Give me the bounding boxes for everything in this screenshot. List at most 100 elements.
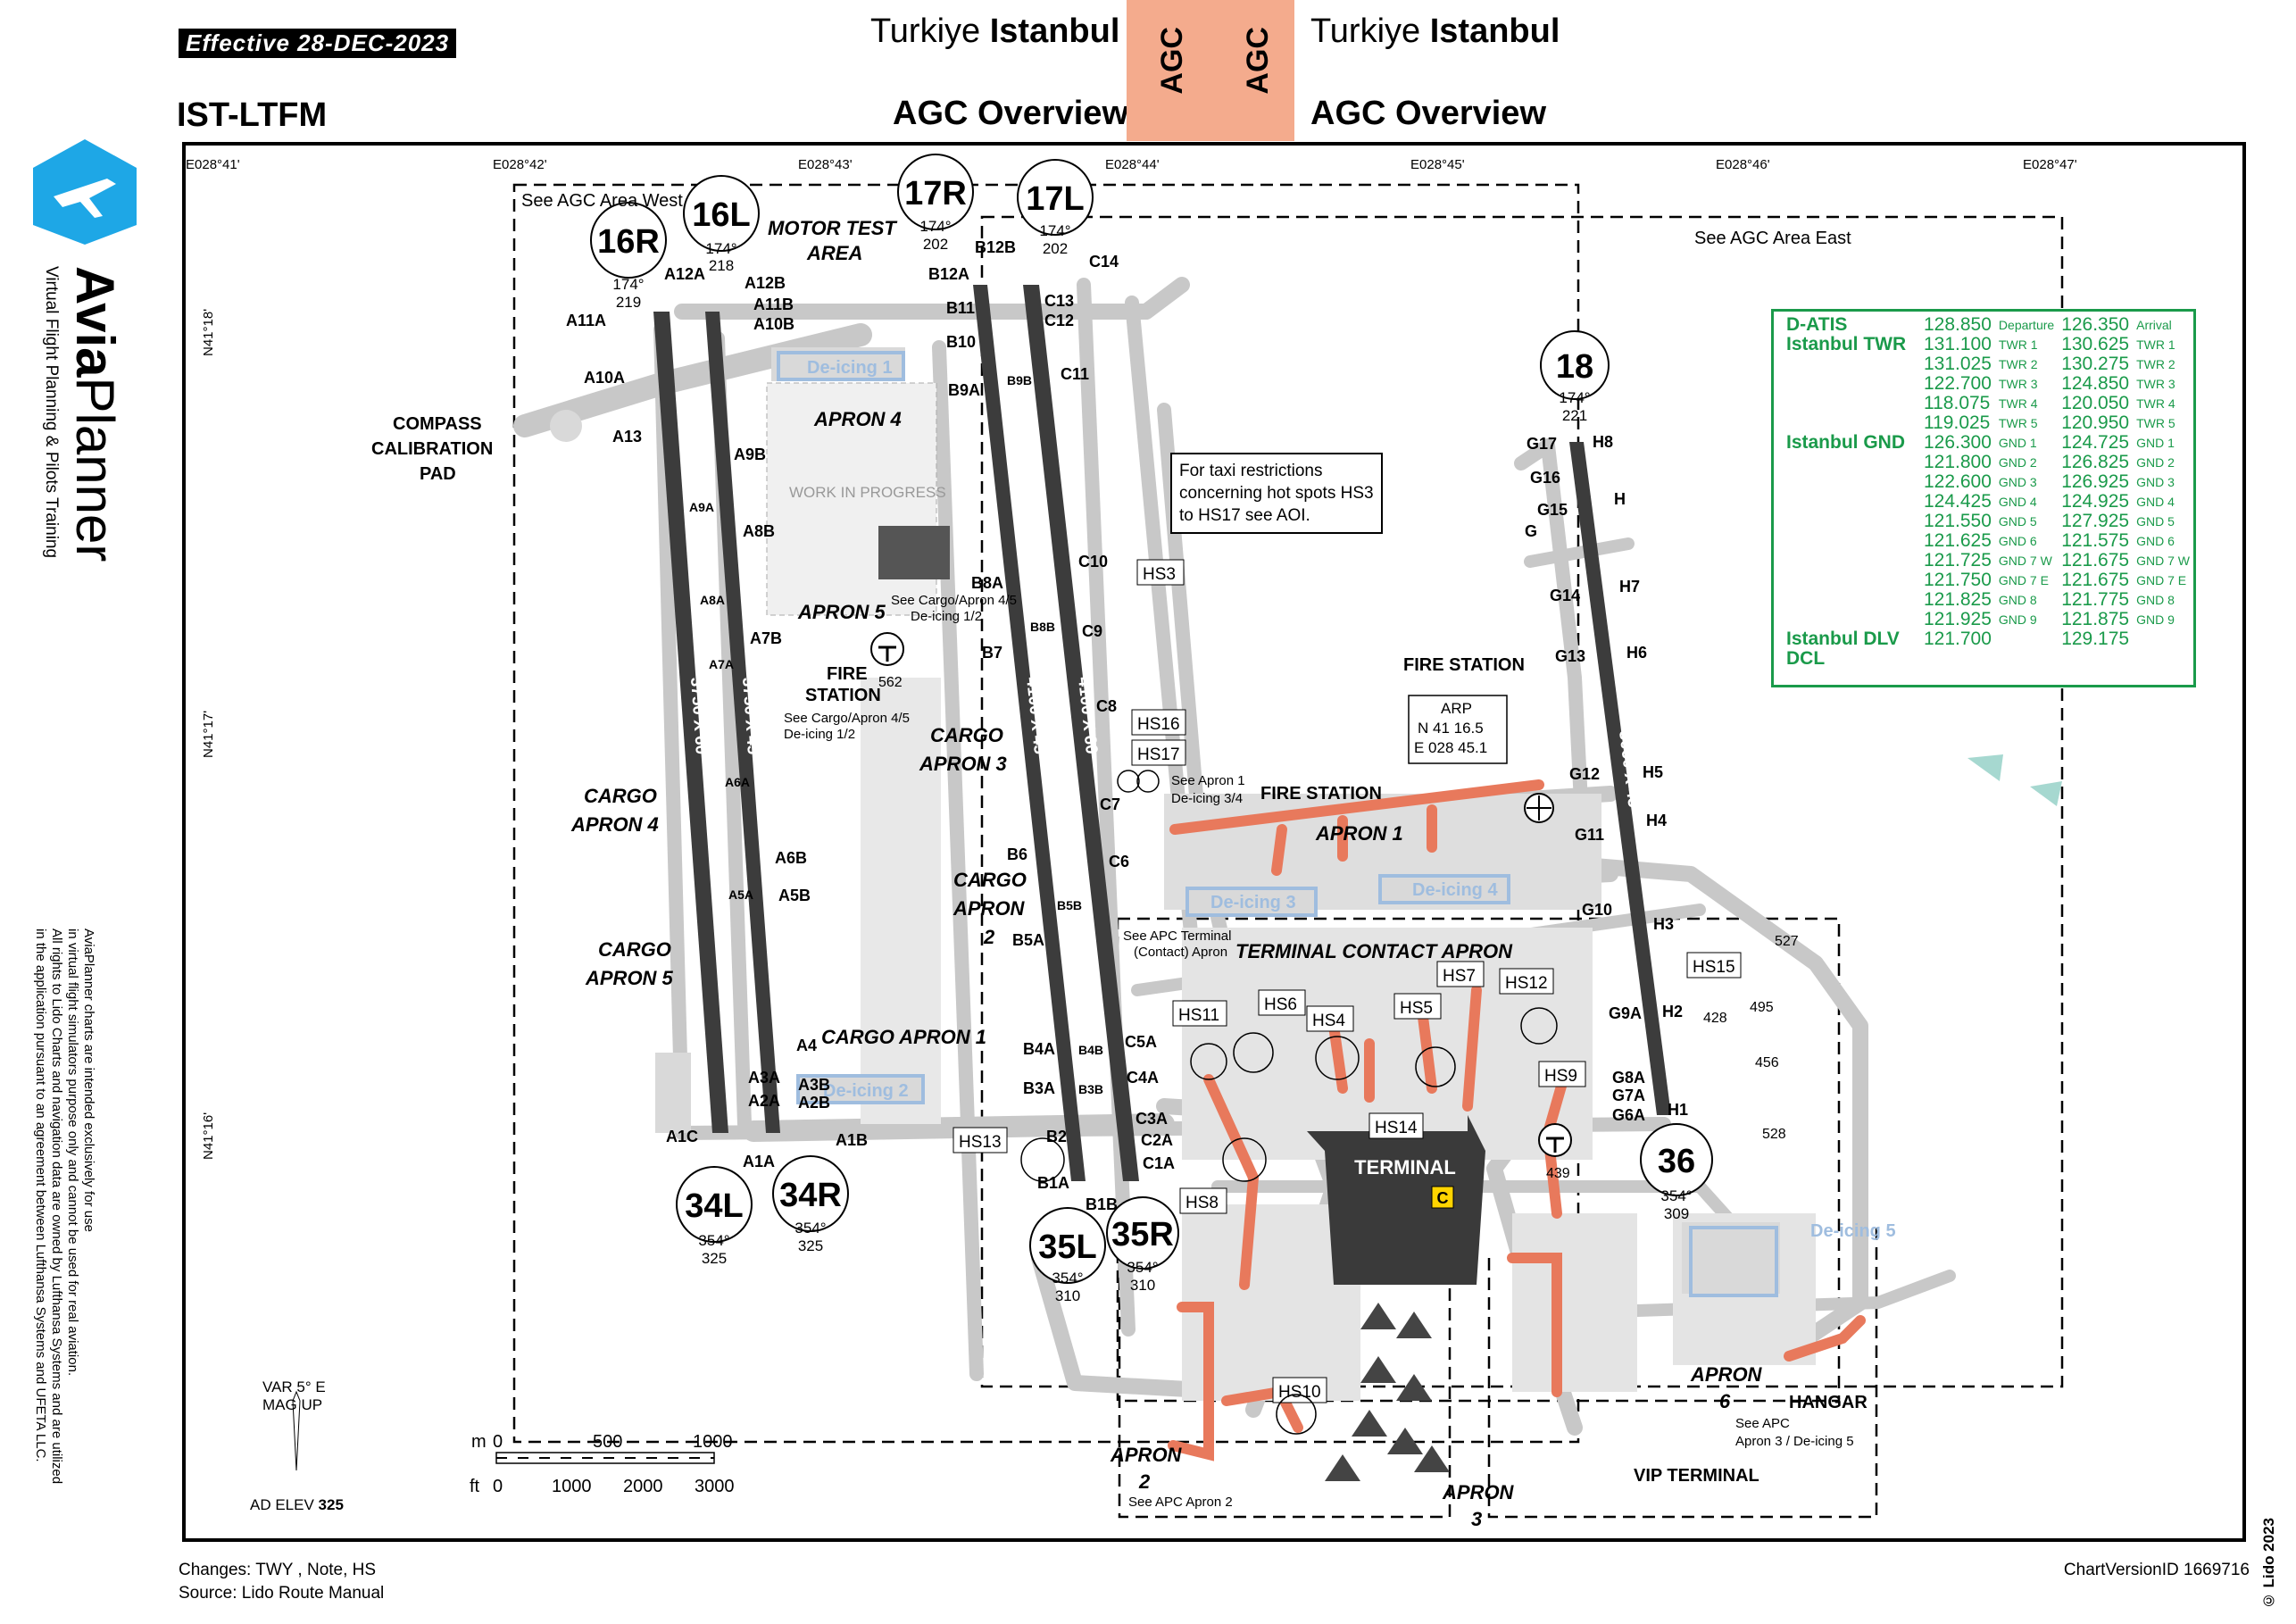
twy: A11A <box>566 312 606 329</box>
hs9: HS9 <box>1538 1061 1586 1087</box>
hs11: HS11 <box>1172 1000 1227 1027</box>
effective-date: Effective 28-DEC-2023 <box>179 29 457 58</box>
brand-name-light: Planner <box>65 377 125 562</box>
hangar-label: HANGAR <box>1789 1393 1868 1412</box>
area-labels: MOTOR TEST AREA APRON 4 APRON 5 CARGO AP… <box>570 217 1763 1530</box>
scale-ft-tick: 0 <box>493 1477 503 1496</box>
svg-text:34L: 34L <box>685 1187 743 1225</box>
scale-ft-tick: 1000 <box>552 1477 592 1496</box>
arp-lon: E 028 45.1 <box>1414 739 1487 756</box>
disclaimer-line: AviaPlanner charts are intended exclusiv… <box>81 929 96 1232</box>
svg-text:174°: 174° <box>1039 222 1070 239</box>
svg-text:354°: 354° <box>698 1232 729 1249</box>
hs6: HS6 <box>1258 989 1306 1016</box>
svg-text:174°: 174° <box>1559 389 1590 406</box>
fire-station-label: FIRE <box>827 664 868 684</box>
twy: A3A <box>748 1069 780 1087</box>
freq-service: DCL <box>1786 648 1826 669</box>
svg-text:34R: 34R <box>779 1177 842 1214</box>
cargo3-label: APRON 3 <box>919 753 1007 775</box>
twy: A11B <box>753 296 794 313</box>
country: Turkiye <box>1310 12 1421 50</box>
fire-station-apron1-label: FIRE STATION <box>1260 784 1382 804</box>
svg-text:221: 221 <box>1562 407 1587 424</box>
magup-label: MAG UP <box>262 1396 322 1413</box>
twy: A1B <box>836 1131 868 1149</box>
cargo5-label: APRON 5 <box>585 967 674 989</box>
scale-m-tick: 500 <box>593 1432 622 1452</box>
see-apc3-note: Apron 3 / De-icing 5 <box>1735 1434 1854 1449</box>
twy: G17 <box>1527 435 1557 453</box>
svg-text:HS7: HS7 <box>1443 967 1476 986</box>
see-cargo-note-2: De-icing 1/2 <box>784 727 855 742</box>
obstacle-elev: 528 <box>1762 1127 1786 1142</box>
twy: A7A <box>709 657 734 671</box>
twy: G <box>1525 522 1537 540</box>
twy: B5B <box>1057 898 1082 912</box>
deicing-label: De-icing 1 <box>807 358 893 378</box>
svg-text:354°: 354° <box>794 1220 826 1237</box>
see-cargo-note: De-icing 1/2 <box>911 609 982 624</box>
twy: C8 <box>1096 697 1117 715</box>
svg-text:HS8: HS8 <box>1185 1194 1219 1212</box>
header-overview-right: AGC Overview <box>1310 95 1546 132</box>
cargo2-label: APRON <box>953 897 1026 920</box>
see-apc2-note: See APC Apron 2 <box>1128 1495 1233 1510</box>
svg-text:174°: 174° <box>919 218 951 235</box>
twy: B6 <box>1007 845 1027 863</box>
svg-text:16R: 16R <box>597 223 660 261</box>
twy: A3B <box>798 1076 830 1094</box>
obstacle-elev: 527 <box>1775 934 1799 949</box>
twy: A12B <box>745 274 786 292</box>
scale-and-north: VAR 5° E MAG UP AD ELEV 325 m 0 500 1000… <box>250 1378 735 1513</box>
brand-sidebar <box>18 134 152 1518</box>
runways <box>653 285 1671 1181</box>
hotspot-circles <box>1020 770 1558 1435</box>
elev-label: AD ELEV 325 <box>250 1496 344 1513</box>
lon-label: E028°45' <box>1410 157 1465 172</box>
lat-label: N41°18' <box>201 309 216 356</box>
twy: G12 <box>1569 765 1600 783</box>
svg-text:310: 310 <box>1055 1287 1080 1304</box>
twy: B4B <box>1078 1043 1103 1057</box>
aviaplanner-logo-icon <box>33 139 137 245</box>
tower-icons: 562 439 <box>870 632 1572 1181</box>
twy: B3B <box>1078 1082 1103 1096</box>
scale-m-unit: m <box>471 1432 487 1452</box>
hs16: HS16 <box>1131 709 1186 736</box>
twy: C3A <box>1136 1110 1168 1128</box>
compass-label: PAD <box>420 464 456 484</box>
twy: H2 <box>1662 1003 1683 1020</box>
hs13: HS13 <box>953 1127 1008 1153</box>
hs12: HS12 <box>1499 968 1554 995</box>
brand-wordmark-text: AviaPlanner <box>65 266 125 562</box>
map-frame <box>182 142 2246 1542</box>
twy: B10 <box>946 333 976 351</box>
obstacle-elev: 428 <box>1703 1011 1727 1026</box>
svg-text:325: 325 <box>798 1237 823 1254</box>
twy: H7 <box>1619 578 1640 595</box>
twy: A5B <box>778 887 811 904</box>
svg-text:202: 202 <box>1043 240 1068 257</box>
obstacles: 527 495 428 456 528 <box>1703 934 1799 1142</box>
terminal-contact-apron-label: TERMINAL CONTACT APRON <box>1235 940 1513 962</box>
apron3-label: 3 <box>1471 1508 1482 1530</box>
svg-text:354°: 354° <box>1127 1259 1158 1276</box>
runway-17R-35L <box>973 285 1086 1181</box>
aerodrome-map: E028°41' E028°42' E028°43' E028°44' E028… <box>186 154 2077 1530</box>
see-apc-note: (Contact) Apron <box>1134 945 1227 960</box>
tab-label-left: AGC <box>1155 27 1189 95</box>
svg-text:HS11: HS11 <box>1178 1006 1219 1025</box>
twy: C12 <box>1044 312 1074 329</box>
header-location-right: Turkiye Istanbul <box>1310 12 1560 51</box>
rwy-34L: 34L 354°325 <box>676 1166 753 1267</box>
runway-16R-34L <box>653 312 728 1133</box>
svg-text:325: 325 <box>702 1250 727 1267</box>
svg-text:310: 310 <box>1130 1277 1155 1294</box>
twy: C13 <box>1044 292 1074 310</box>
svg-text:174°: 174° <box>612 276 644 293</box>
